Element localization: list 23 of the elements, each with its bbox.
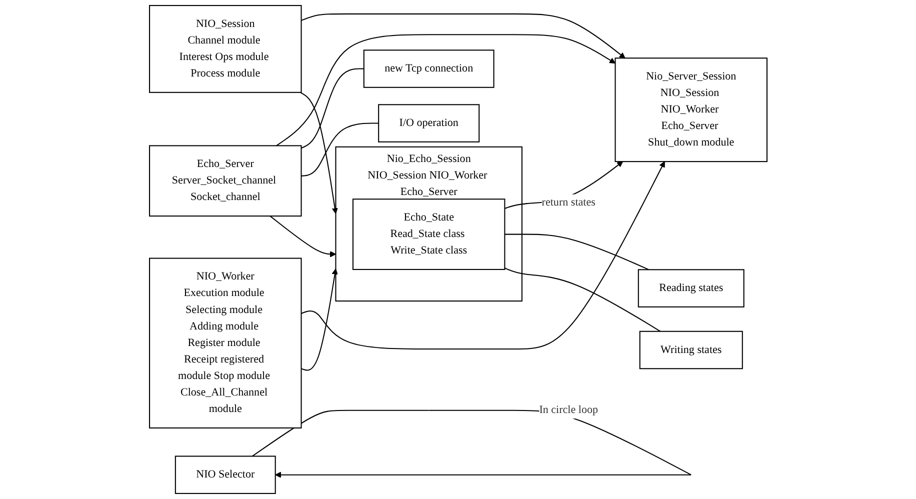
arrow — [270, 216, 336, 258]
arrow — [276, 34, 616, 146]
node-box — [363, 50, 494, 88]
node-box — [639, 330, 743, 370]
cluster — [334, 146, 522, 302]
node-box — [378, 104, 480, 142]
connector — [300, 122, 378, 176]
diagram: Nio_Echo_Session NIO_Session NIO_Worker Echo_Server return states In circle loop NIO_Session Channel module Interest Ops module Process module Echo_State Read_State class Write_State class NIO Selector Reading states Writing states NIO_Worker Execution module Selecting module Adding module Register module Receipt registered module Stop module Close_All_Channel module Nio_Server_Session NIO_Session NIO_Worker Echo_Server Shut_down module Echo_Server Server_Socket_channel Socket_channel new Tcp connection I/O operation — [144, 0, 772, 499]
connector — [504, 234, 649, 270]
connector — [300, 68, 364, 149]
node-box — [148, 5, 302, 93]
edge-label: In circle loop — [538, 404, 598, 416]
node-box — [614, 58, 768, 162]
arrow — [300, 268, 338, 371]
node-box — [638, 269, 744, 308]
node-box — [174, 456, 276, 494]
node-box — [352, 198, 505, 270]
edge-label: return states — [542, 196, 596, 208]
connector — [504, 268, 660, 332]
node-box — [148, 258, 302, 428]
node-box — [148, 145, 302, 217]
arrow — [300, 92, 338, 214]
arrow — [300, 13, 626, 58]
